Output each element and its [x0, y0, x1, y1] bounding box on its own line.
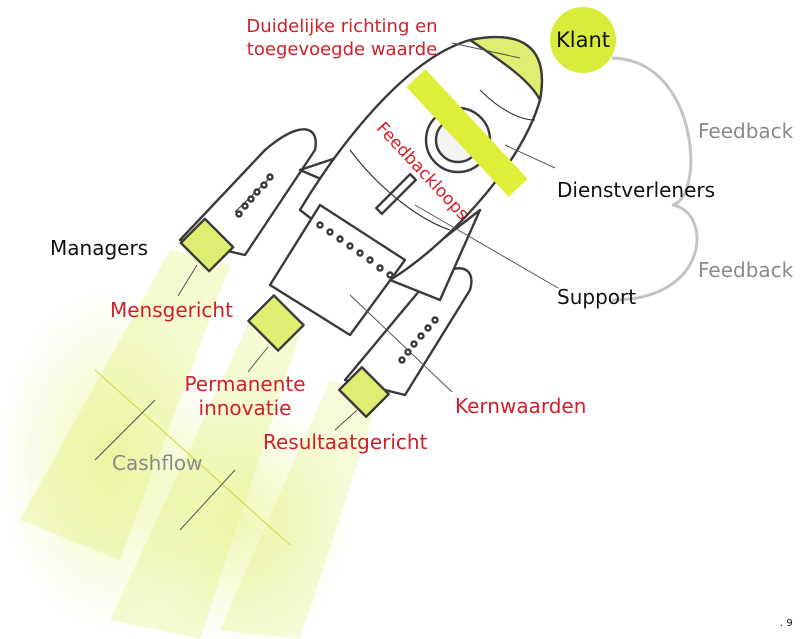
klant-label: Klant: [555, 28, 611, 52]
permanente-innovatie-label: Permanente innovatie: [170, 372, 320, 420]
rocket: [178, 35, 543, 418]
exhaust-trails: [0, 250, 380, 639]
feedback-top-label: Feedback: [698, 119, 794, 143]
mensgericht-label: Mensgericht: [110, 298, 233, 322]
direction-label-line1: Duidelijke richting en: [246, 16, 438, 37]
managers-label: Managers: [50, 236, 149, 260]
direction-label-line2: toegevoegde waarde: [246, 39, 438, 60]
permanente-line1: Permanente: [184, 372, 306, 396]
feedback-bottom-label: Feedback: [698, 258, 794, 282]
direction-label: Duidelijke richting en toegevoegde waard…: [232, 15, 452, 61]
feedbackloops-band: [406, 69, 528, 197]
support-label: Support: [557, 285, 637, 309]
permanente-line2: innovatie: [198, 396, 292, 420]
dienstverleners-label: Dienstverleners: [557, 178, 716, 202]
kernwaarden-label: Kernwaarden: [455, 394, 587, 418]
page-number: . 9: [780, 618, 793, 629]
resultaatgericht-label: Resultaatgericht: [263, 430, 428, 454]
klant-circle: [550, 7, 616, 73]
leader-lines: [177, 42, 559, 431]
left-booster: [178, 128, 317, 273]
feedback-arcs: [611, 56, 699, 302]
cashflow-label: Cashflow: [112, 451, 203, 475]
